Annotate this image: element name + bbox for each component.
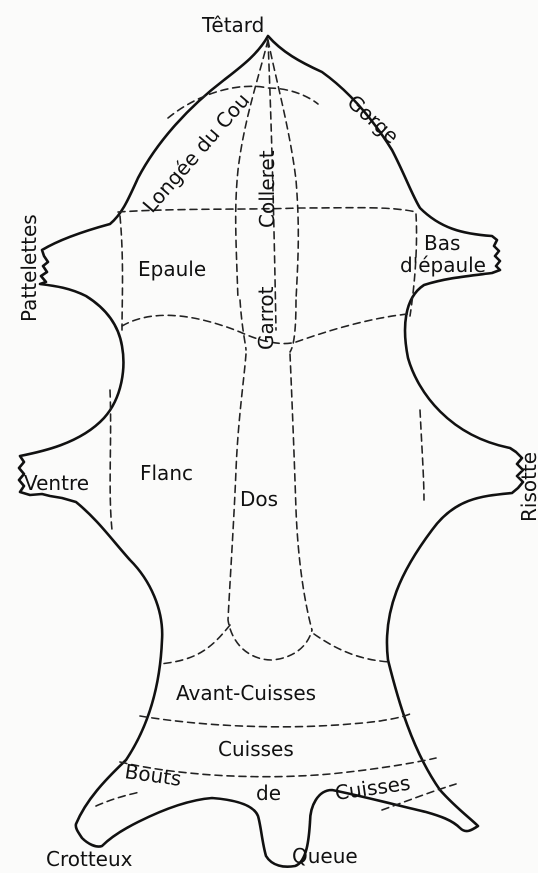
label-risotte: Risotte xyxy=(517,452,538,522)
label-flanc: Flanc xyxy=(140,461,193,485)
label-colleret: Colleret xyxy=(255,150,279,228)
label-tetard: Têtard xyxy=(201,13,264,37)
label-epaule: Epaule xyxy=(138,257,206,281)
label-bouts: Bouts xyxy=(123,759,183,791)
label-cuisses-bottom: Cuisses xyxy=(333,771,411,805)
label-garrot: Garrot xyxy=(254,286,278,350)
label-d-epaule: d'épaule xyxy=(400,253,486,277)
label-pattelettes: Pattelettes xyxy=(17,214,41,322)
label-gorge: Gorge xyxy=(343,90,404,148)
label-cuisses: Cuisses xyxy=(218,737,294,761)
label-ventre: Ventre xyxy=(24,471,89,495)
label-avant-cuisses: Avant-Cuisses xyxy=(176,681,316,705)
label-bas: Bas xyxy=(424,231,460,255)
label-de: de xyxy=(256,781,281,805)
label-dos: Dos xyxy=(240,487,278,511)
label-queue: Queue xyxy=(292,844,358,868)
label-crotteux: Crotteux xyxy=(46,847,133,871)
